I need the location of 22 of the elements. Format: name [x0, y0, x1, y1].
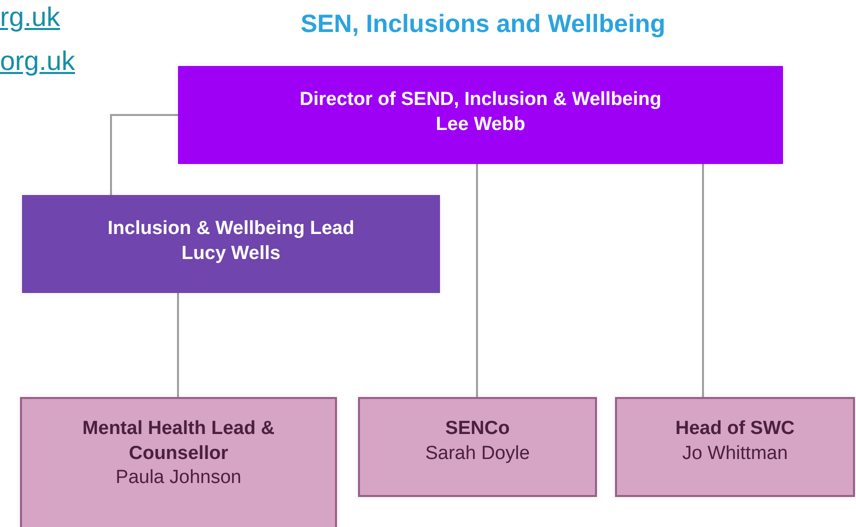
role-title: Mental Health Lead & Counsellor — [81, 417, 276, 466]
person-name: Sarah Doyle — [425, 442, 530, 466]
org-box — [615, 397, 855, 497]
role-title: Director of SEND, Inclusion & Wellbeing — [300, 88, 662, 112]
chart-title: SEN, Inclusions and Wellbeing — [300, 10, 666, 39]
role-title: Head of SWC — [675, 417, 795, 441]
org-box — [20, 397, 337, 527]
person-name: Jo Whittman — [682, 442, 788, 466]
web-link: rg.uk — [0, 2, 60, 34]
person-name: Paula Johnson — [116, 466, 242, 490]
org-box — [358, 397, 597, 497]
role-title: Inclusion & Wellbeing Lead — [108, 217, 354, 241]
role-title: SENCo — [445, 417, 510, 441]
person-name: Lucy Wells — [182, 242, 280, 266]
connector-line — [476, 164, 478, 397]
web-link: org.uk — [0, 46, 76, 78]
org-box — [22, 195, 440, 293]
org-box — [178, 66, 783, 164]
connector-line — [110, 114, 178, 195]
connector-line — [177, 293, 179, 397]
person-name: Lee Webb — [436, 112, 526, 137]
connector-line — [702, 164, 704, 397]
